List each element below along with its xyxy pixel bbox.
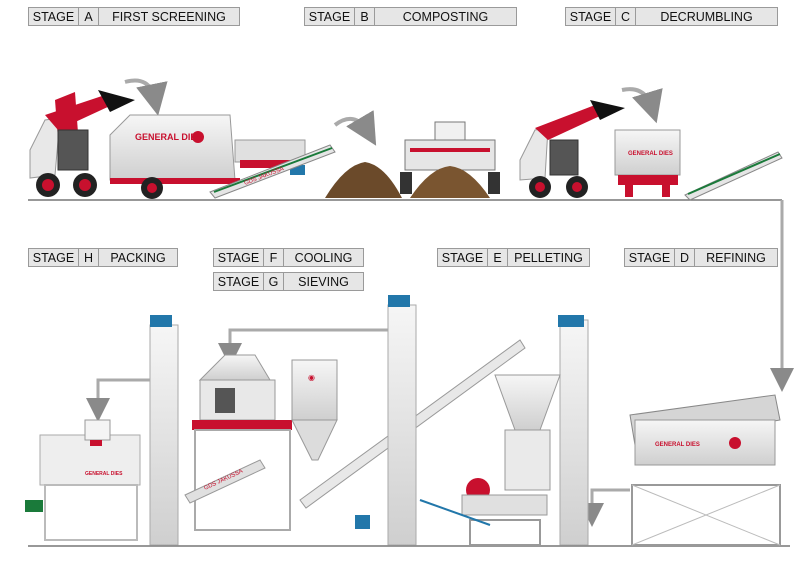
stage-a-label: STAGE A FIRST SCREENING (28, 7, 240, 26)
packing-machine: GENERAL DIES (25, 419, 141, 541)
stage-e-label: STAGE E PELLETING (437, 248, 590, 267)
compost-pile (410, 166, 490, 198)
stage-letter: H (79, 249, 99, 266)
stage-b-label: STAGE B COMPOSTING (304, 7, 517, 26)
stage-word: STAGE (305, 8, 355, 25)
flow-arrow (124, 78, 168, 116)
refining-machine: GENERAL DIES (629, 394, 781, 546)
stage-name: COOLING (294, 250, 353, 265)
skid-loader-c (519, 100, 625, 198)
stage-name: DECRUMBLING (660, 9, 753, 24)
stage-word: STAGE (438, 249, 488, 266)
cooler (192, 354, 292, 531)
stage-letter: F (264, 249, 284, 266)
compost-pile (325, 162, 402, 198)
stage-name: SIEVING (298, 274, 349, 289)
stage-name: PACKING (110, 250, 166, 265)
stage-letter: C (616, 8, 636, 25)
logo-mark-icon: ◉ (308, 373, 315, 382)
machine-brand-label: GENERAL DIES (135, 132, 202, 142)
stage-letter: A (79, 8, 99, 25)
stage-name: COMPOSTING (402, 9, 489, 24)
stage-name: PELLETING (514, 250, 583, 265)
drive-motor (355, 515, 370, 529)
bucket-elevator-e (558, 315, 589, 546)
compost-turner (400, 121, 500, 194)
screening-machine: GENERAL DIES (109, 114, 306, 199)
connector-refining-to-pelleting (580, 488, 630, 527)
machine-brand-label: GENERAL DIES (628, 151, 673, 157)
stage-word: STAGE (625, 249, 675, 266)
connector-to-packer (86, 378, 150, 422)
stage-name: FIRST SCREENING (112, 9, 226, 24)
stage-letter: E (488, 249, 508, 266)
flow-arrow (333, 110, 377, 146)
skid-loader-a (29, 90, 135, 197)
stage-d-label: STAGE D REFINING (624, 248, 778, 267)
stage-name: REFINING (706, 250, 766, 265)
sieve: ◉ (291, 359, 338, 461)
pellet-mill (461, 374, 561, 546)
machine-brand-label: GENERAL DIES (85, 471, 123, 477)
sieve-screw-conveyor: GDS JAKUSSA (184, 459, 266, 504)
stage-letter: D (675, 249, 695, 266)
flow-arrow (621, 87, 663, 124)
stage-letter: B (355, 8, 375, 25)
stage-g-label: STAGE G SIEVING (213, 272, 364, 291)
stage-word: STAGE (566, 8, 616, 25)
stage-letter: G (264, 273, 284, 290)
decrumbler-machine: GENERAL DIES (614, 129, 681, 197)
connector-mill-to-conveyor (419, 499, 491, 526)
conveyor-c (684, 151, 783, 201)
stage-word: STAGE (29, 8, 79, 25)
stage-c-label: STAGE C DECRUMBLING (565, 7, 778, 26)
stage-word: STAGE (214, 249, 264, 266)
connector-elevator-to-cooler (218, 328, 388, 367)
bucket-elevator-h (149, 315, 179, 546)
stage-word: STAGE (29, 249, 79, 266)
machine-brand-label: GENERAL DIES (655, 442, 700, 448)
bucket-elevator-center (387, 295, 417, 546)
stage-word: STAGE (214, 273, 264, 290)
stage-f-label: STAGE F COOLING (213, 248, 364, 267)
stage-h-label: STAGE H PACKING (28, 248, 178, 267)
